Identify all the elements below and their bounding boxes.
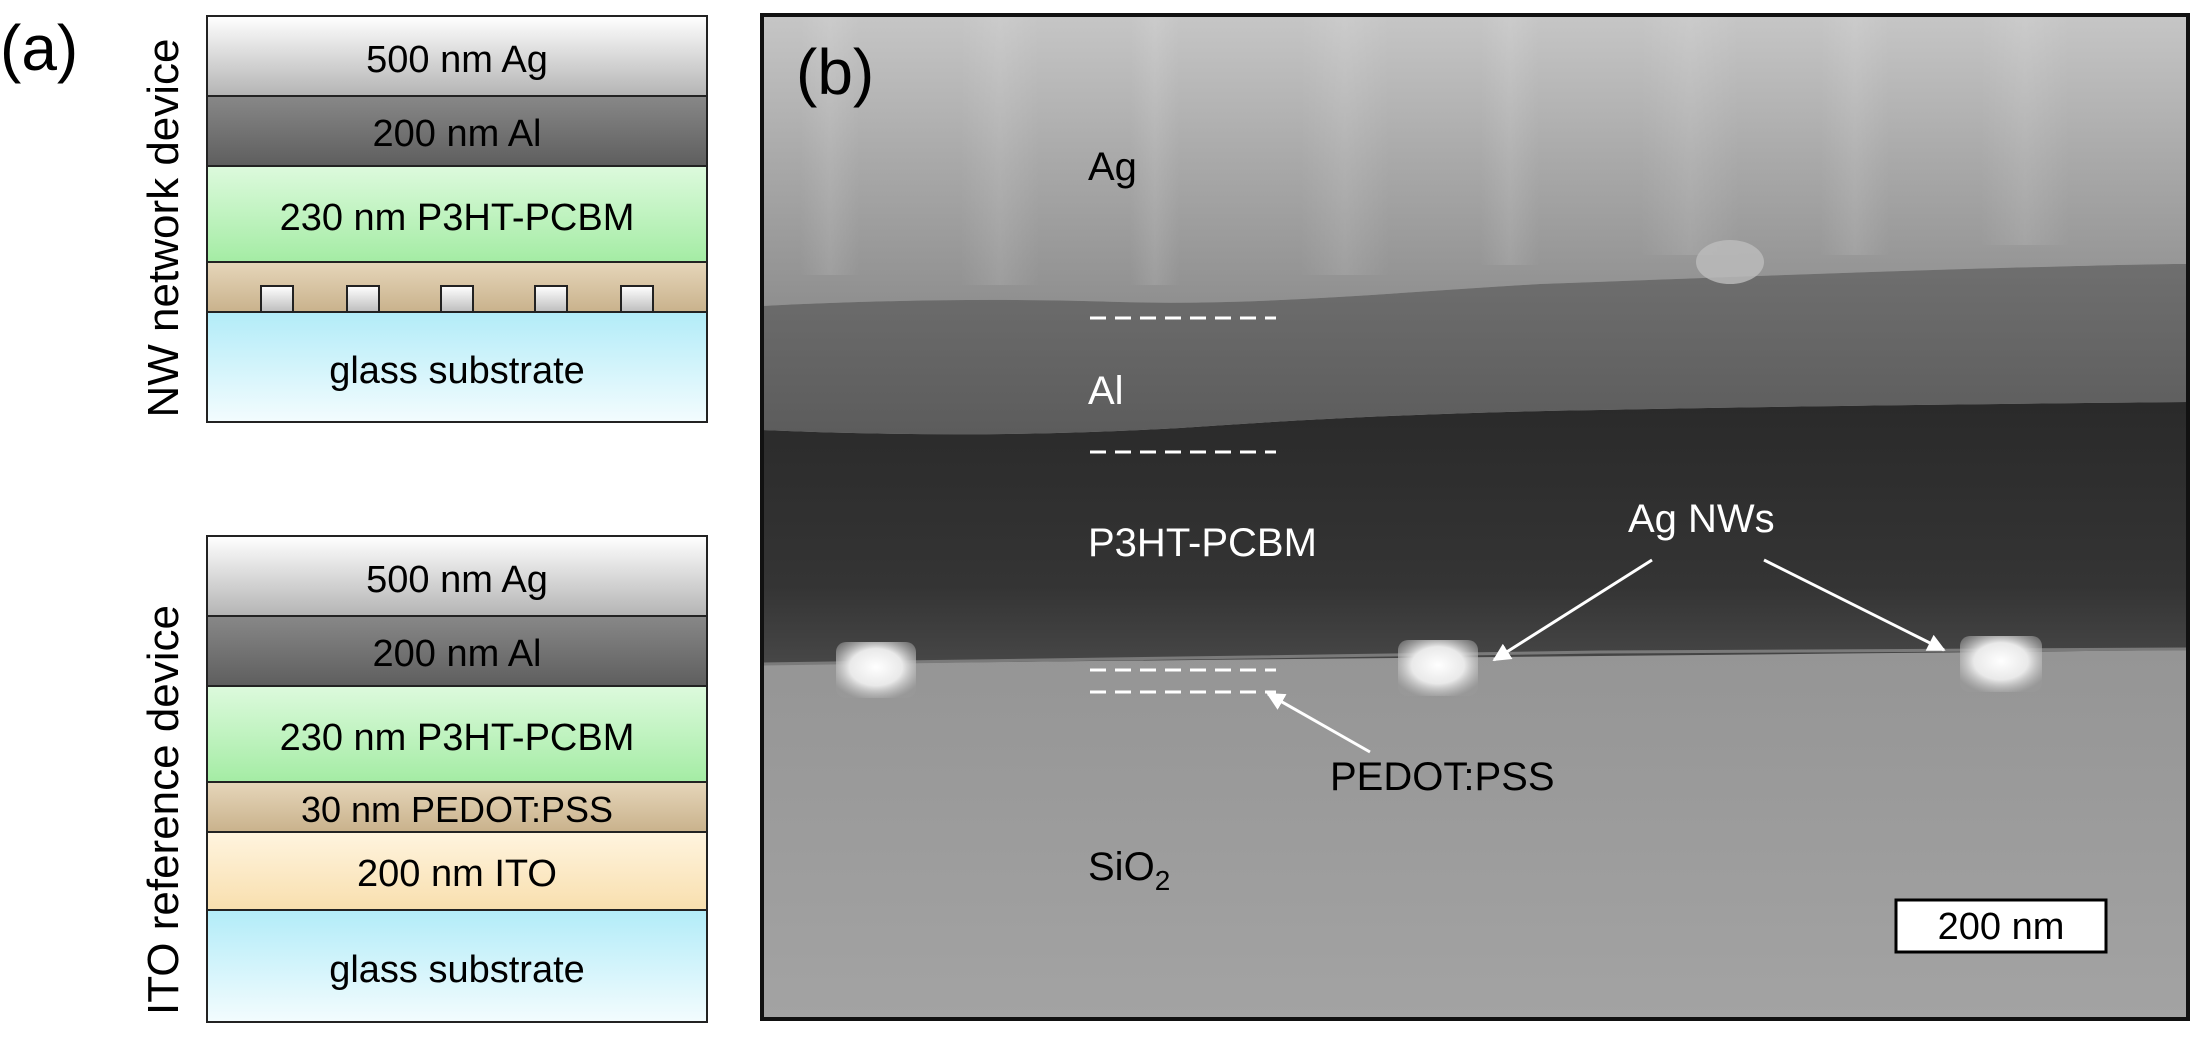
sem-grain (1980, 15, 2070, 245)
sem-label-active: P3HT-PCBM (1088, 521, 1317, 565)
sem-frame (760, 13, 2190, 1021)
nw-nanowire (346, 285, 380, 313)
nw-arrow-right (1763, 558, 1946, 652)
ito-layer-active (206, 685, 708, 783)
ito-device-stack: ITO reference device 500 nm Ag 200 nm Al… (139, 535, 708, 1023)
ito-layer-active-label: 230 nm P3HT-PCBM (280, 717, 635, 759)
sem-grain (800, 15, 860, 275)
ito-layer-pedot-label: 30 nm PEDOT:PSS (301, 789, 613, 830)
nw-layer-ag-label: 500 nm Ag (366, 39, 548, 81)
sem-nanowire (836, 642, 916, 698)
sem-active-region (762, 402, 2188, 665)
sem-grain (1300, 15, 1390, 275)
scale-bar-label: 200 nm (1938, 906, 2065, 948)
panel-a-label: (a) (0, 12, 78, 84)
ito-layer-ito-label: 200 nm ITO (357, 853, 557, 895)
nw-arrow-left (1492, 558, 1653, 662)
ito-layer-ag (206, 535, 708, 617)
sem-label-ag: Ag (1088, 145, 1137, 189)
nw-nanowire (620, 285, 654, 313)
nw-layer-ag (206, 15, 708, 97)
ito-layer-ag-label: 500 nm Ag (366, 559, 548, 601)
sio2-main: SiO (1088, 845, 1155, 889)
nw-nanowire (260, 285, 294, 313)
ito-layer-substrate-label: glass substrate (329, 949, 585, 991)
nw-layer-active-label: 230 nm P3HT-PCBM (280, 197, 635, 239)
nw-layer-active (206, 165, 708, 263)
nw-layer-substrate (206, 311, 708, 423)
nw-layer-al-label: 200 nm Al (373, 113, 542, 155)
sem-label-pedot: PEDOT:PSS (1330, 755, 1555, 799)
sem-al-region (762, 264, 2188, 435)
sem-grain (1820, 15, 1890, 255)
sem-nanowire (1398, 640, 1478, 696)
ito-device-title: ITO reference device (139, 605, 188, 1015)
sem-grain (1696, 240, 1764, 284)
nw-nanowire (534, 285, 568, 313)
sem-image (762, 15, 2188, 1019)
sem-grain (1480, 15, 1540, 265)
sem-nanowire (1960, 636, 2042, 692)
sem-grain (1130, 15, 1180, 285)
nw-device-stack: NW network device 500 nm Ag 200 nm Al 23… (139, 15, 708, 423)
sem-label-ag-nws: Ag NWs (1628, 497, 1775, 541)
panel-b-label: (b) (796, 36, 874, 108)
sem-grain (1640, 15, 1740, 255)
sem-grain (960, 15, 1040, 285)
ito-layer-al-label: 200 nm Al (373, 633, 542, 675)
nw-nanowire (440, 285, 474, 313)
pedot-arrow (1266, 692, 1371, 754)
ito-layer-substrate (206, 909, 708, 1023)
nw-device-title: NW network device (139, 38, 188, 417)
sio2-subscript: 2 (1155, 865, 1171, 896)
sem-label-sio2: SiO2 (1088, 845, 1170, 896)
scale-bar-box (1894, 898, 2108, 954)
sem-label-al: Al (1088, 369, 1124, 413)
nw-layer-al (206, 95, 708, 167)
ito-layer-ito (206, 831, 708, 911)
nw-layer-substrate-label: glass substrate (329, 350, 585, 392)
